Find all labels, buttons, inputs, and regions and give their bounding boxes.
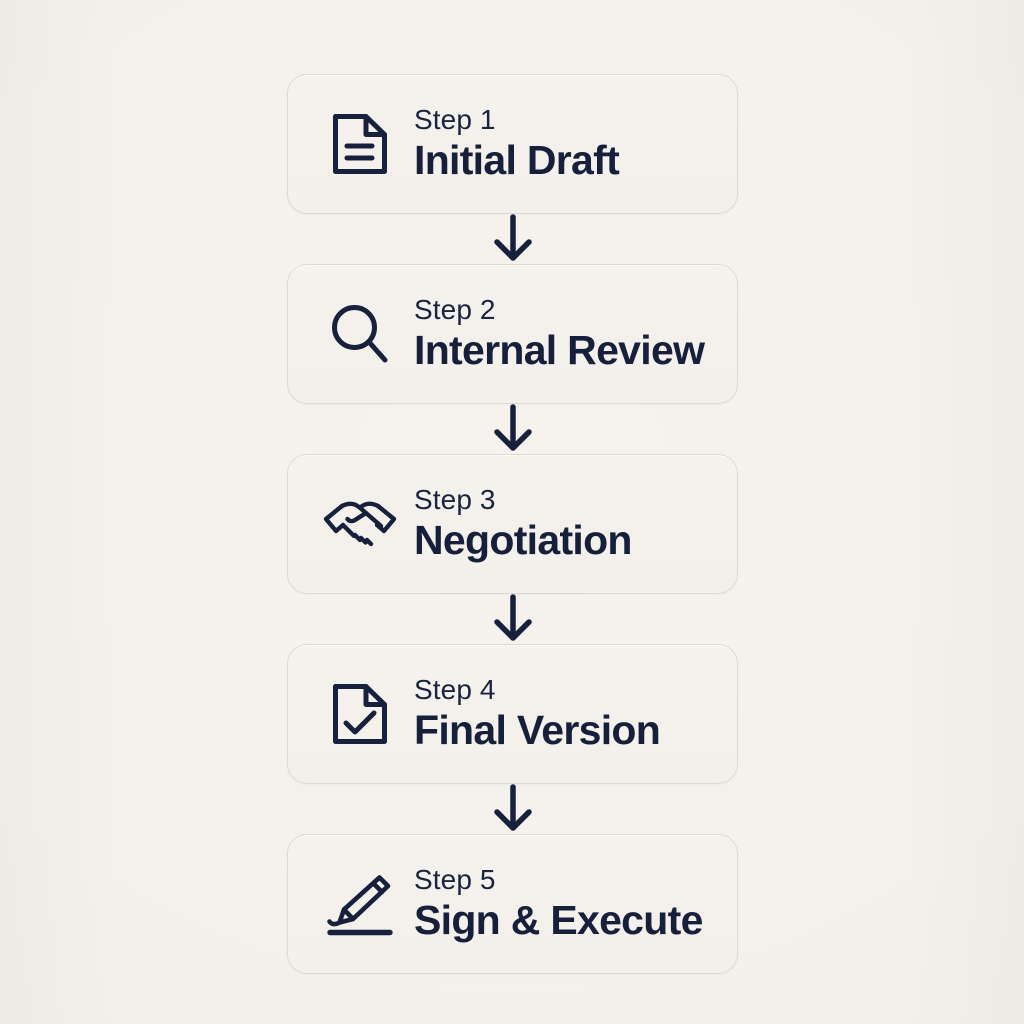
document-icon — [316, 102, 404, 186]
flowchart-step-list: Step 1 Initial Draft Step 2 Internal Rev… — [287, 74, 738, 974]
step-title-4: Final Version — [414, 706, 661, 753]
step-card-5[interactable]: Step 5 Sign & Execute — [287, 834, 738, 974]
step-text-4: Step 4 Final Version — [414, 674, 661, 753]
step-title-5: Sign & Execute — [414, 896, 703, 943]
step-eyebrow-4: Step 4 — [414, 674, 496, 706]
step-text-1: Step 1 Initial Draft — [414, 104, 620, 183]
signature-pen-icon — [316, 864, 404, 948]
step-text-2: Step 2 Internal Review — [414, 294, 705, 373]
step-eyebrow-5: Step 5 — [414, 864, 496, 896]
step-eyebrow-3: Step 3 — [414, 484, 496, 516]
connector-arrow-4 — [287, 784, 738, 834]
step-card-1[interactable]: Step 1 Initial Draft — [287, 74, 738, 214]
document-check-icon — [316, 672, 404, 756]
step-text-5: Step 5 Sign & Execute — [414, 864, 703, 943]
magnifier-icon — [316, 292, 404, 376]
step-title-3: Negotiation — [414, 516, 632, 563]
handshake-icon — [316, 483, 404, 567]
step-eyebrow-1: Step 1 — [414, 104, 496, 136]
step-title-2: Internal Review — [414, 326, 705, 373]
connector-arrow-3 — [287, 594, 738, 644]
step-title-1: Initial Draft — [414, 136, 620, 183]
step-eyebrow-2: Step 2 — [414, 294, 496, 326]
connector-arrow-1 — [287, 214, 738, 264]
step-card-4[interactable]: Step 4 Final Version — [287, 644, 738, 784]
step-text-3: Step 3 Negotiation — [414, 484, 632, 563]
connector-arrow-2 — [287, 404, 738, 454]
step-card-3[interactable]: Step 3 Negotiation — [287, 454, 738, 594]
step-card-2[interactable]: Step 2 Internal Review — [287, 264, 738, 404]
